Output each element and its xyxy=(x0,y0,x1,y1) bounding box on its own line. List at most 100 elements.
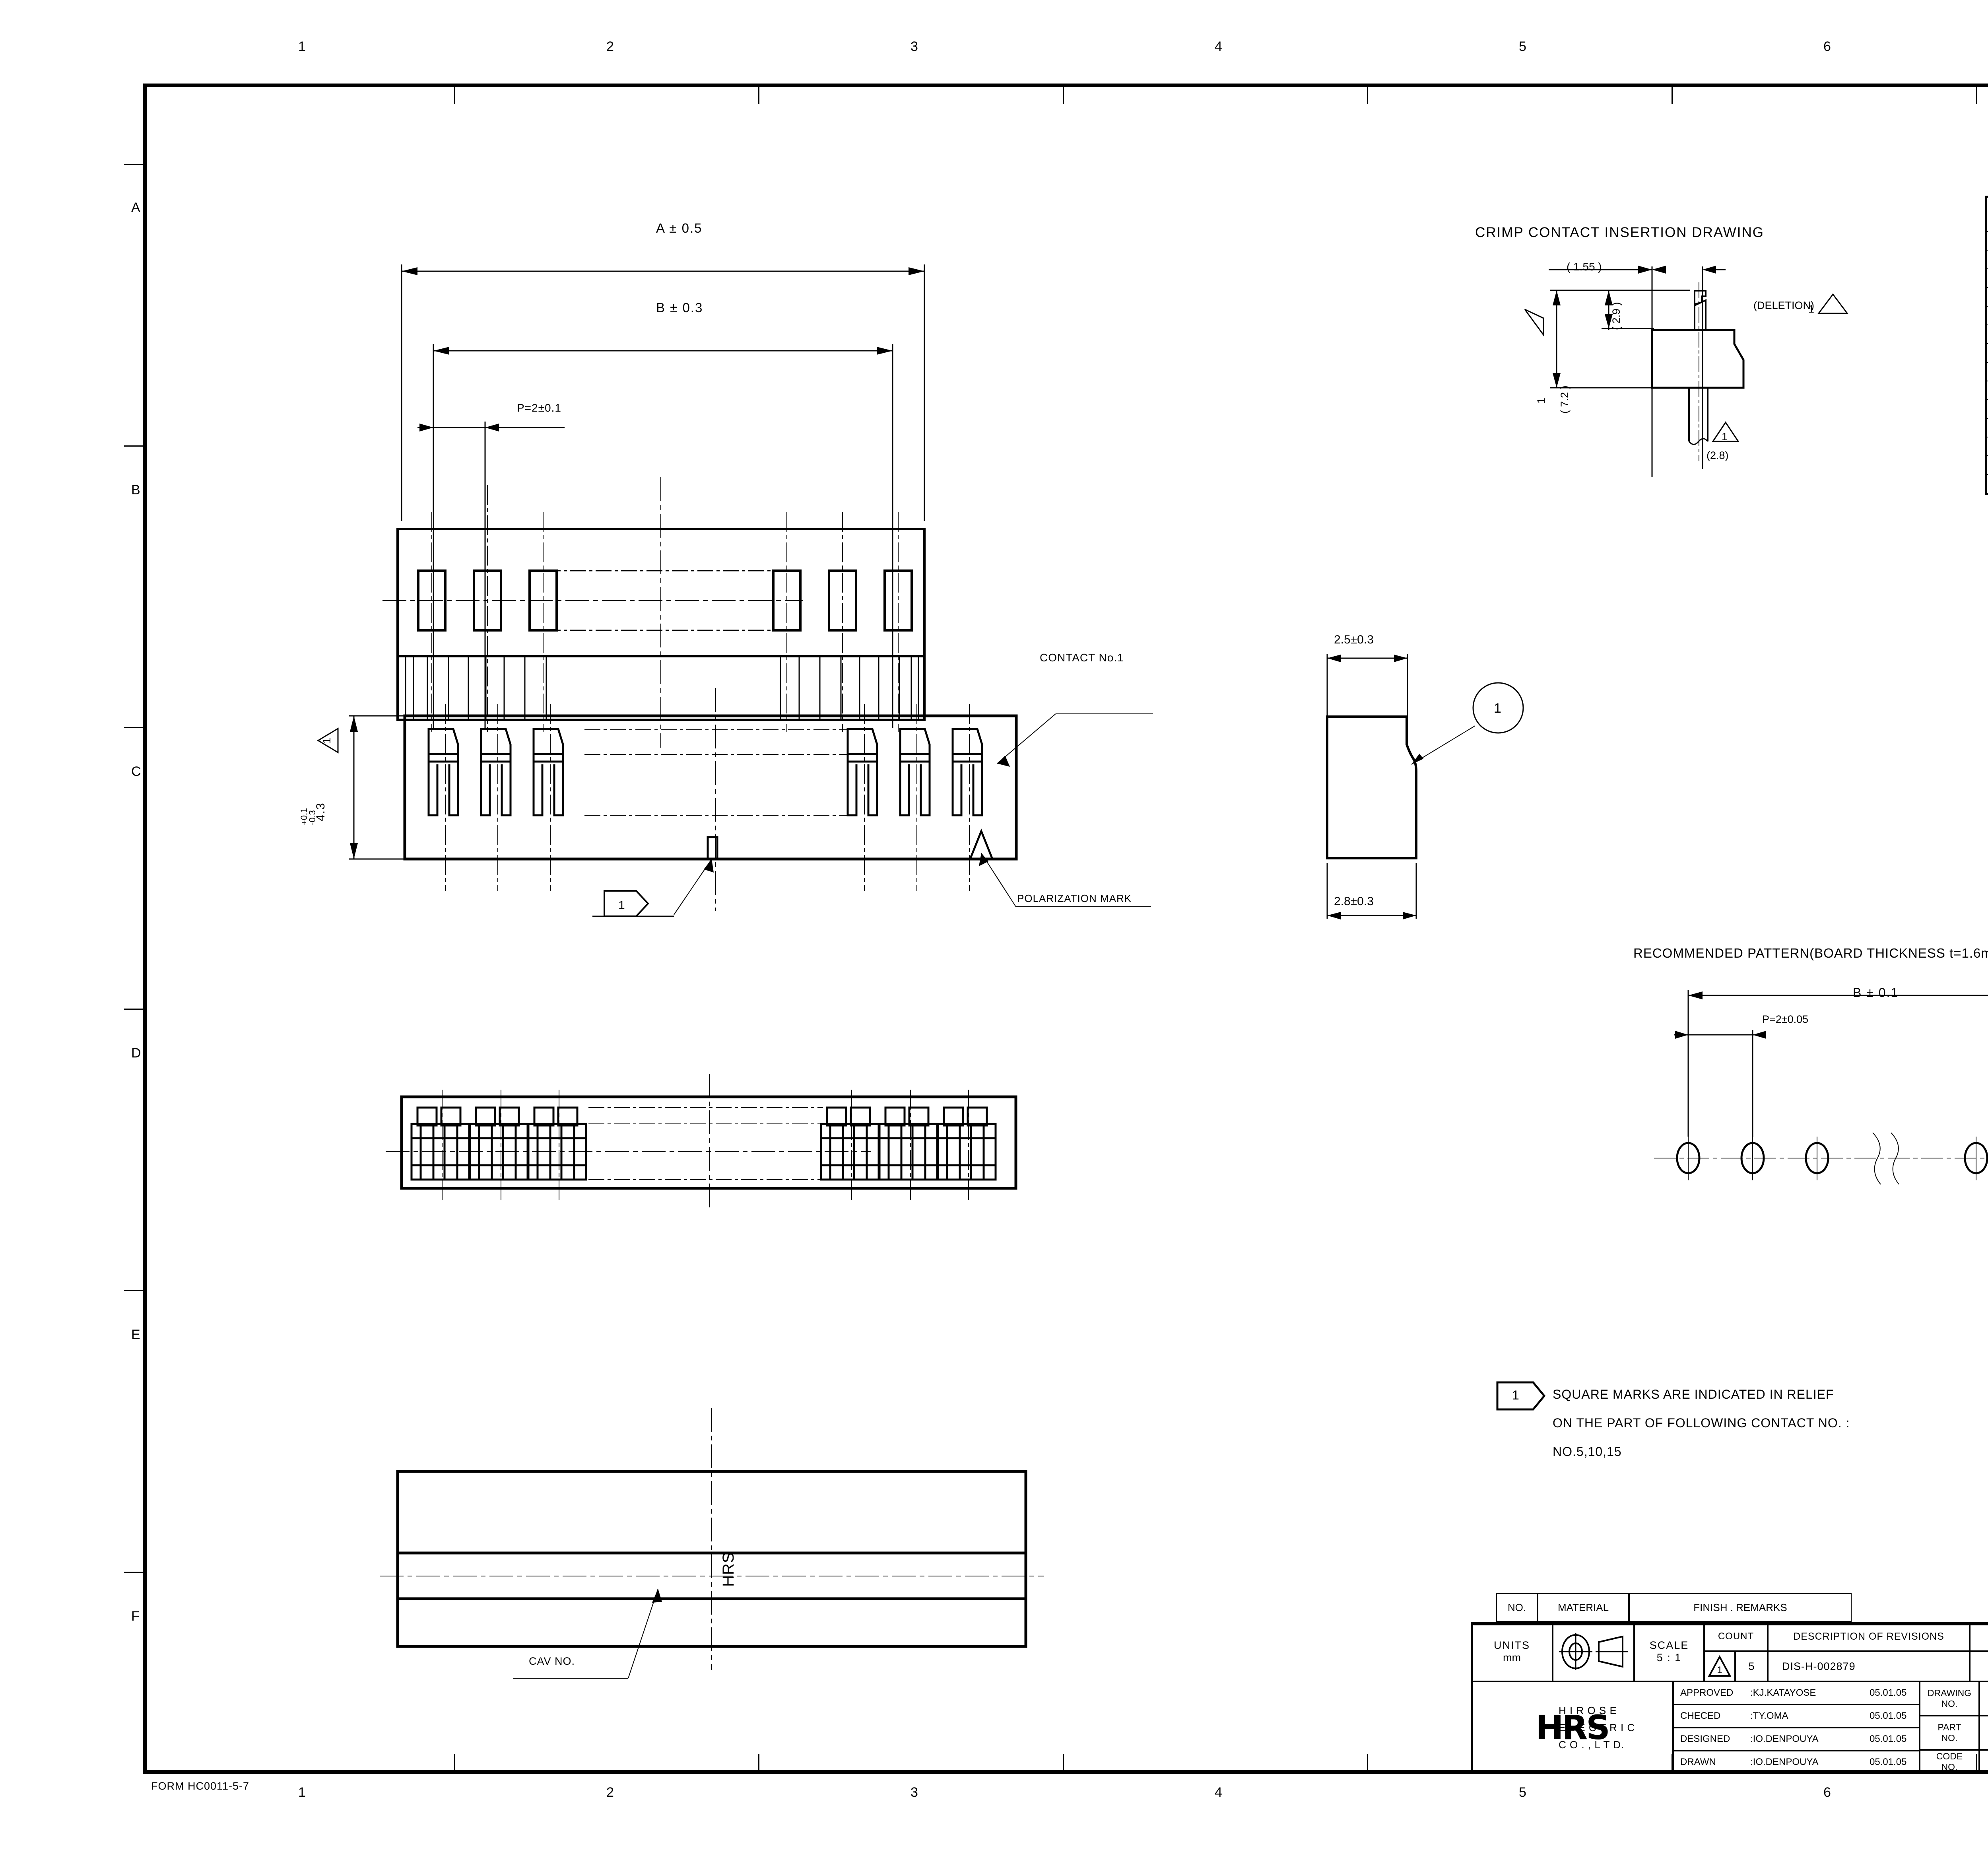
zone-label-top-6: 6 xyxy=(1823,39,1831,54)
zone-tick-top xyxy=(1672,84,1673,104)
zone-tick-left xyxy=(124,1572,144,1573)
zone-tick-bottom xyxy=(758,1754,759,1774)
company-name: H I R O S E E L E C T R I C C O . , L T … xyxy=(1559,1702,1635,1753)
scale-label: SCALE xyxy=(1649,1639,1689,1651)
table-row: DF4-10P-2C544-0011-21020.518.0 xyxy=(1985,381,1988,400)
zone-tick-bottom xyxy=(1063,1754,1064,1774)
crimp-dim-72-rot: ( 7.2 ) xyxy=(1559,385,1571,414)
material-header-no-left: NO. xyxy=(1496,1593,1538,1622)
zone-tick-top xyxy=(454,84,455,104)
zone-label-left-b: B xyxy=(131,482,140,498)
label-polarization-mark: POLARIZATION MARK xyxy=(1017,892,1132,904)
drawing-no-label-cell: DRAWING NO. xyxy=(1920,1681,1979,1716)
table-row: DF4- 2P-2C544-0003-424.52.0 xyxy=(1985,231,1988,251)
dim-height-tolerance: +0.1 -0.3 xyxy=(299,808,317,825)
pattern-dim-pitch: P=2±0.05 xyxy=(1762,1013,1809,1025)
parts-table: PART NO. CODE NO. NUMBER OF CONTACT A B … xyxy=(1985,196,1988,495)
signature-row-1: CHECED :TY.OMA 05.01.05 xyxy=(1673,1705,1920,1728)
label-contact-no1: CONTACT No.1 xyxy=(1040,651,1124,664)
signature-row-3: DRAWN :IO.DENPOUYA 05.01.05 xyxy=(1673,1751,1920,1774)
company-line-1: H I R O S E xyxy=(1559,1705,1617,1716)
zone-label-bottom-4: 4 xyxy=(1215,1785,1222,1800)
drawing-no-label-1: DRAWING xyxy=(1927,1688,1972,1698)
cell-part-no: DF4-10P-2C xyxy=(1985,381,1988,400)
count-label-cell: COUNT xyxy=(1704,1622,1768,1651)
signature-role-2: DESIGNED xyxy=(1680,1734,1730,1744)
crimp-drawing-title: CRIMP CONTACT INSERTION DRAWING xyxy=(1475,225,1765,240)
flag-note-number-front: 1 xyxy=(320,737,333,744)
signature-date-0: 05.01.05 xyxy=(1870,1687,1907,1698)
note-flag-number: 1 xyxy=(1512,1388,1519,1402)
cell-part-no: DF4- 9P-2C xyxy=(1985,362,1988,381)
table-row: DF4-12P-2C544-0013-81224.522.0 xyxy=(1985,418,1988,437)
pattern-dim-b: B ± 0.1 xyxy=(1853,985,1899,1000)
table-row: DF4-14P-2C544-0015-31428.526.0 xyxy=(1985,455,1988,475)
zone-label-left-f: F xyxy=(131,1609,140,1624)
cell-part-no: DF4-11P-2C xyxy=(1985,399,1988,419)
company-logo-cell: HRS H I R O S E E L E C T R I C C O . , … xyxy=(1471,1681,1673,1774)
zone-label-bottom-1: 1 xyxy=(298,1785,306,1800)
zone-label-left-e: E xyxy=(131,1327,140,1342)
tol-lower: -0.3 xyxy=(307,810,317,825)
signature-name-1: :TY.OMA xyxy=(1750,1710,1788,1721)
dim-b-label: B ± 0.3 xyxy=(656,300,703,315)
note-line-3: NO.5,10,15 xyxy=(1553,1444,1622,1459)
zone-label-bottom-3: 3 xyxy=(911,1785,918,1800)
side-dim-bottom: 2.8±0.3 xyxy=(1334,895,1374,908)
count-value-cell: 5 xyxy=(1735,1651,1768,1681)
signature-role-1: CHECED xyxy=(1680,1710,1721,1721)
drawing-no-label-2: NO. xyxy=(1941,1699,1958,1709)
parts-table-container: PART NO. CODE NO. NUMBER OF CONTACT A B … xyxy=(1985,196,1988,495)
revisions-label-cell: DESCRIPTION OF REVISIONS xyxy=(1768,1622,1970,1651)
zone-label-bottom-6: 6 xyxy=(1823,1785,1831,1800)
cell-part-no: DF4- 5P-2C xyxy=(1985,287,1988,307)
signature-row-0: APPROVED :KJ.KATAYOSE 05.01.05 xyxy=(1673,1681,1920,1705)
zone-tick-left xyxy=(124,1009,144,1010)
dim-a-label: A ± 0.5 xyxy=(656,221,703,235)
note-line-1: SQUARE MARKS ARE INDICATED IN RELIEF xyxy=(1553,1387,1834,1401)
flag-square-mark: 1 xyxy=(618,899,625,912)
zone-tick-top xyxy=(1976,84,1977,104)
crimp-dim-29-rot: ( 2.9 ) xyxy=(1610,302,1622,330)
part-no-label-2: NO. xyxy=(1941,1733,1958,1743)
drawing-no-value-cell: EDC3-160365-00 xyxy=(1979,1681,1988,1716)
material-header-material-left: MATERIAL xyxy=(1538,1593,1629,1622)
table-row: DF4- 7P-2C544-0008-8714.512.0 xyxy=(1985,325,1988,344)
material-header-finish-left: FINISH . REMARKS xyxy=(1629,1593,1852,1622)
zone-label-left-d: D xyxy=(131,1046,141,1061)
cell-part-no: DF4- 7P-2C xyxy=(1985,325,1988,344)
zone-tick-bottom xyxy=(1672,1754,1673,1774)
zone-tick-left xyxy=(124,727,144,728)
zone-tick-bottom xyxy=(454,1754,455,1774)
scale-cell: SCALE 5 : 1 xyxy=(1634,1622,1704,1681)
cell-part-no: DF4-13P-2C xyxy=(1985,437,1988,456)
code-no-label-cell: CODE NO. xyxy=(1920,1750,1979,1774)
table-row: DF4- 9P-2C544-0010-0918.516.0 xyxy=(1985,362,1988,381)
company-line-2: E L E C T R I C xyxy=(1559,1721,1635,1734)
table-row: DF4-13P-2C544-0014-01326.524.0 xyxy=(1985,437,1988,456)
label-cav-no: CAV NO. xyxy=(529,1655,575,1667)
signature-name-3: :IO.DENPOUYA xyxy=(1750,1757,1819,1767)
cell-part-no: DF4- 6P-2C xyxy=(1985,306,1988,325)
cell-part-no: DF4- 2P-2C xyxy=(1985,231,1988,251)
zone-label-top-4: 4 xyxy=(1215,39,1222,54)
zone-label-top-5: 5 xyxy=(1519,39,1526,54)
projection-symbol-cell xyxy=(1553,1622,1634,1681)
part-no-value-cell: DF4-*P-2C xyxy=(1979,1716,1988,1750)
zone-label-left-a: A xyxy=(131,200,140,215)
dim-pitch-label: P=2±0.1 xyxy=(517,402,561,414)
zone-tick-top xyxy=(1367,84,1368,104)
table-row: DF4- 3P-2C544-0004-736.54.0 xyxy=(1985,250,1988,269)
units-label: UNITS xyxy=(1494,1639,1530,1651)
form-code: FORM HC0011-5-7 xyxy=(151,1780,250,1792)
side-dim-top: 2.5±0.3 xyxy=(1334,633,1374,646)
crimp-rev-flag-left: 1 xyxy=(1535,397,1547,404)
table-row: DF4-15P-2C544-0016-61530.528.0 xyxy=(1985,474,1988,494)
zone-tick-bottom xyxy=(1367,1754,1368,1774)
zone-tick-top xyxy=(1063,84,1064,104)
crimp-dim-155: ( 1.55 ) xyxy=(1567,260,1602,273)
hrs-logo: HRS xyxy=(1536,1708,1610,1747)
part-no-label-1: PART xyxy=(1938,1722,1961,1732)
